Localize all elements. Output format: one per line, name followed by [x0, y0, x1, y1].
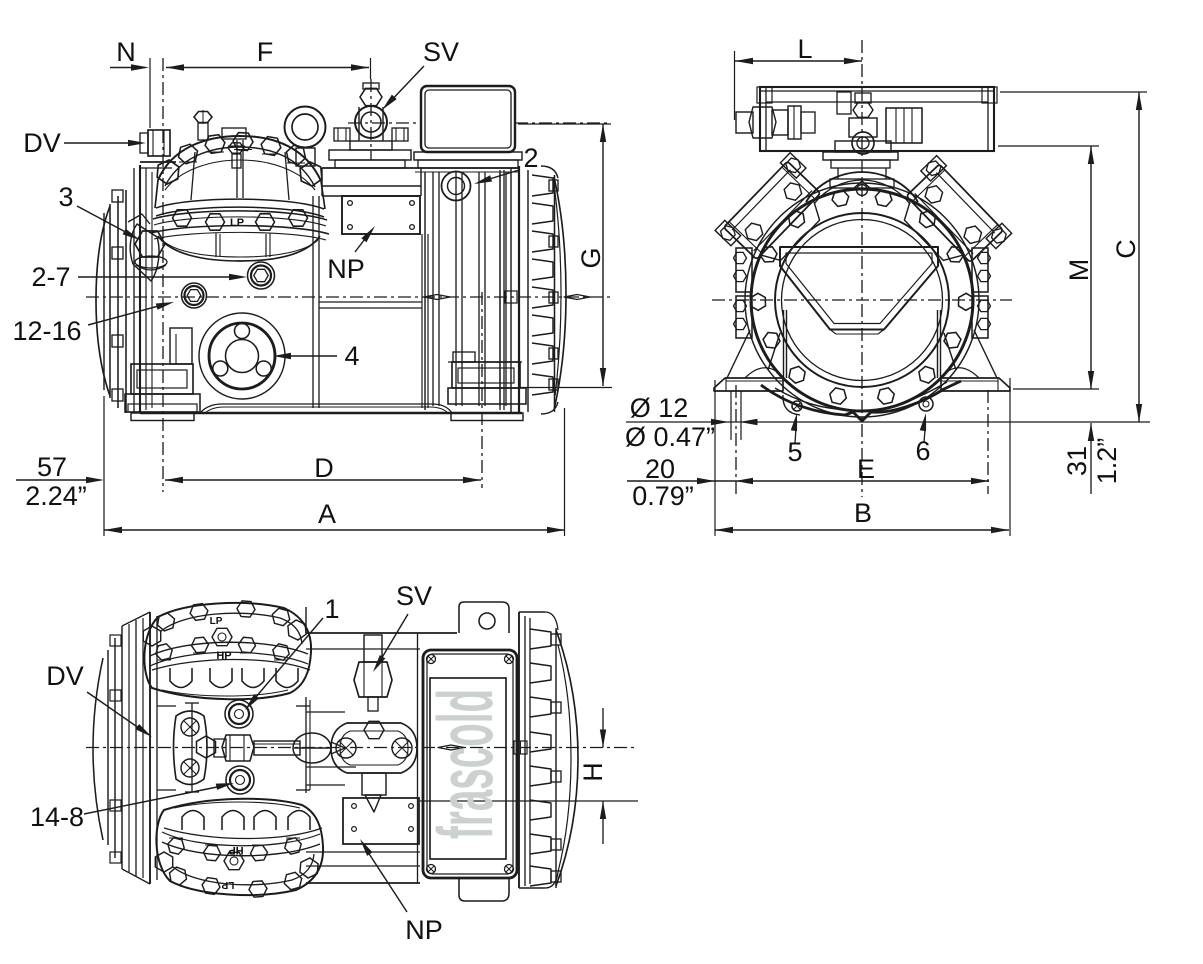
- svg-text:14-8: 14-8: [30, 802, 84, 832]
- svg-text:LP: LP: [210, 616, 223, 627]
- svg-text:HP: HP: [228, 844, 243, 856]
- svg-text:6: 6: [915, 436, 930, 466]
- svg-text:Ø 12: Ø 12: [630, 393, 689, 423]
- svg-text:SV: SV: [396, 581, 432, 611]
- svg-text:D: D: [314, 453, 334, 483]
- svg-text:2-7: 2-7: [31, 262, 70, 292]
- svg-text:2.24”: 2.24”: [25, 481, 87, 511]
- svg-text:2: 2: [523, 143, 538, 173]
- svg-text:H: H: [578, 762, 608, 782]
- svg-text:20: 20: [645, 454, 675, 484]
- svg-text:G: G: [576, 247, 606, 268]
- svg-text:1: 1: [324, 594, 339, 624]
- svg-text:DV: DV: [46, 661, 84, 691]
- svg-text:DV: DV: [23, 128, 61, 158]
- svg-text:12-16: 12-16: [12, 316, 81, 346]
- svg-text:NP: NP: [327, 254, 365, 284]
- svg-text:NP: NP: [405, 915, 443, 945]
- svg-text:31: 31: [1062, 446, 1092, 476]
- svg-text:4: 4: [344, 341, 359, 371]
- svg-text:LP: LP: [221, 879, 234, 890]
- svg-text:E: E: [857, 454, 875, 484]
- svg-text:0.79”: 0.79”: [632, 481, 694, 511]
- svg-text:LP: LP: [230, 217, 244, 229]
- svg-text:A: A: [318, 499, 336, 529]
- svg-text:B: B: [854, 498, 872, 528]
- svg-text:M: M: [1064, 259, 1094, 282]
- svg-text:frascold: frascold: [421, 689, 509, 839]
- svg-text:C: C: [1111, 239, 1141, 259]
- svg-text:5: 5: [787, 437, 802, 467]
- svg-text:57: 57: [37, 452, 67, 482]
- svg-text:Ø 0.47”: Ø 0.47”: [625, 422, 715, 452]
- svg-text:SV: SV: [423, 37, 459, 67]
- svg-text:L: L: [797, 34, 812, 64]
- svg-text:N: N: [116, 37, 136, 67]
- svg-text:1.2”: 1.2”: [1092, 438, 1122, 485]
- svg-text:3: 3: [58, 182, 73, 212]
- svg-text:F: F: [257, 37, 274, 67]
